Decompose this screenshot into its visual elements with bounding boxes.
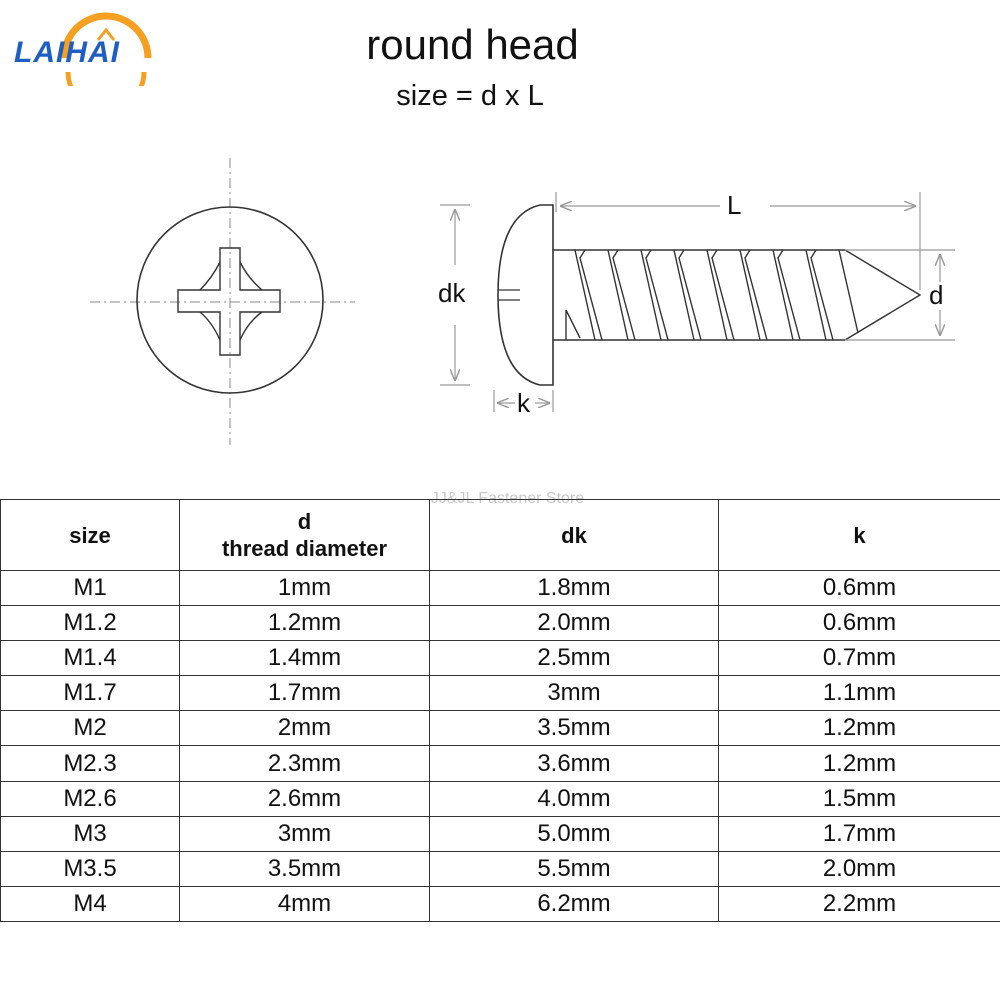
brand-logo: LAIHAI [6, 6, 186, 86]
cell-k: 0.6mm [718, 605, 1000, 642]
dim-label-head-height: k [517, 388, 530, 418]
header-thread-diameter: d thread diameter [179, 499, 430, 571]
cell-size: M4 [0, 885, 180, 923]
cell-size: M3.5 [0, 850, 180, 887]
cell-size: M1.2 [0, 605, 180, 642]
dim-label-thread-diameter: d [929, 280, 944, 310]
cell-k: 0.7mm [718, 640, 1000, 677]
logo-arc-icon [60, 12, 152, 86]
cell-k: 0.6mm [718, 569, 1000, 607]
cell-d: 3.5mm [179, 850, 430, 887]
cell-k: 1.2mm [718, 710, 1000, 747]
header-size: size [0, 499, 180, 571]
cell-d: 1mm [179, 569, 430, 607]
page-title: round head [366, 21, 579, 68]
cell-k: 1.7mm [718, 815, 1000, 852]
cell-k: 2.0mm [718, 850, 1000, 887]
cell-k: 1.1mm [718, 675, 1000, 712]
cell-d: 1.2mm [179, 605, 430, 642]
cell-k: 1.2mm [718, 745, 1000, 782]
cell-d: 3mm [179, 815, 430, 852]
cell-dk: 3mm [429, 675, 719, 712]
cell-dk: 2.5mm [429, 640, 719, 677]
cell-dk: 3.5mm [429, 710, 719, 747]
cell-size: M2 [0, 710, 180, 747]
cell-d: 2.3mm [179, 745, 430, 782]
cell-dk: 1.8mm [429, 569, 719, 607]
header-dk: dk [429, 499, 719, 571]
cell-d: 1.7mm [179, 675, 430, 712]
cell-d: 2.6mm [179, 780, 430, 817]
cell-dk: 4.0mm [429, 780, 719, 817]
cell-k: 1.5mm [718, 780, 1000, 817]
cell-k: 2.2mm [718, 885, 1000, 923]
phillips-head-top-view-icon [90, 158, 355, 445]
dim-label-head-diameter: dk [438, 278, 466, 308]
cell-size: M1.7 [0, 675, 180, 712]
screw-drawing [90, 158, 955, 445]
cell-d: 4mm [179, 885, 430, 923]
cell-size: M2.3 [0, 745, 180, 782]
table-header-row: size d thread diameter dk k [0, 499, 1000, 571]
logo-text: LAIHAI [14, 36, 120, 69]
dim-label-length: L [727, 190, 742, 220]
cell-dk: 3.6mm [429, 745, 719, 782]
cell-size: M2.6 [0, 780, 180, 817]
cell-d: 2mm [179, 710, 430, 747]
cell-size: M3 [0, 815, 180, 852]
cell-dk: 6.2mm [429, 885, 719, 923]
cell-size: M1 [0, 569, 180, 607]
cell-dk: 5.5mm [429, 850, 719, 887]
header-d-symbol: d [297, 509, 312, 534]
cell-d: 1.4mm [179, 640, 430, 677]
page-subtitle: size = d x L [396, 80, 544, 112]
screw-side-view-icon [440, 192, 955, 412]
cell-dk: 5.0mm [429, 815, 719, 852]
header-d-name: thread diameter [221, 536, 388, 561]
header-k: k [718, 499, 1000, 571]
cell-size: M1.4 [0, 640, 180, 677]
cell-dk: 2.0mm [429, 605, 719, 642]
